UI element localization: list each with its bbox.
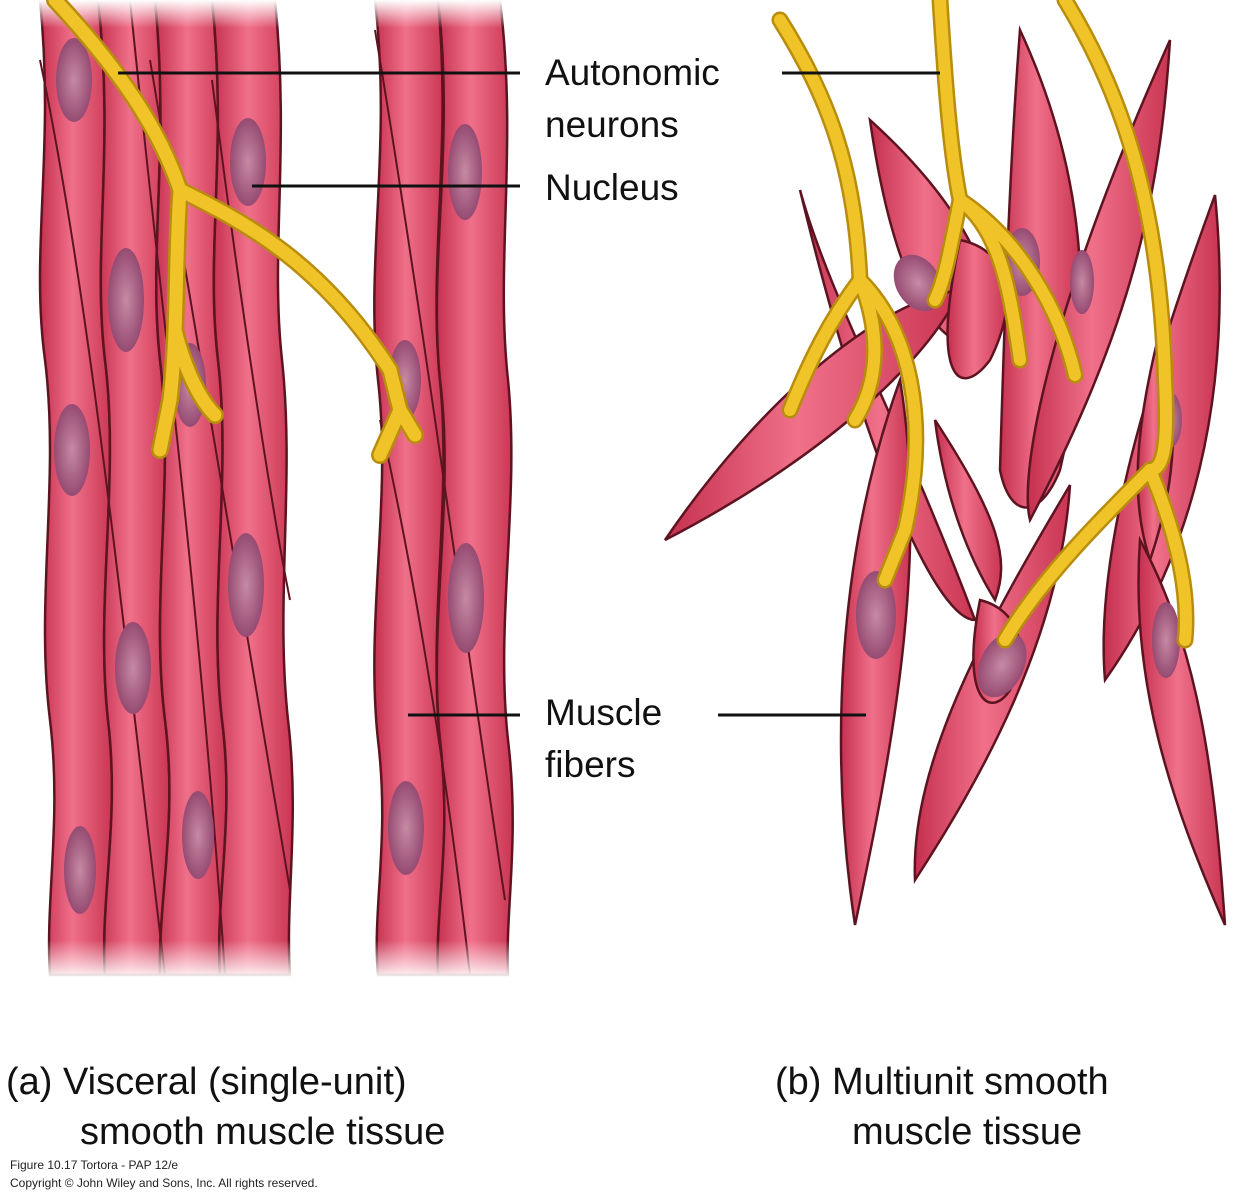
- leader-lines: [118, 71, 940, 717]
- fiber-boundary: [129, 0, 226, 976]
- nucleus: [388, 781, 424, 875]
- caption-b-line1: (b) Multiunit smooth: [775, 1061, 1109, 1103]
- neuron-a: [46, 0, 424, 464]
- label-nucleus: Nucleus: [545, 167, 679, 208]
- fiber-boundary: [374, 29, 506, 901]
- fade-bottom: [0, 940, 540, 980]
- fade-top: [0, 0, 540, 28]
- caption-a-line1: (a) Visceral (single-unit): [6, 1061, 407, 1103]
- visceral-right-bundle: [373, 0, 514, 977]
- nucleus: [228, 533, 264, 637]
- nucleus: [64, 826, 96, 914]
- nucleus: [230, 118, 266, 206]
- nucleus: [56, 38, 92, 122]
- nucleus: [54, 404, 90, 496]
- caption-b-line2: muscle tissue: [852, 1111, 1083, 1153]
- nucleus: [1070, 250, 1094, 314]
- figure-credit: Figure 10.17 Tortora - PAP 12/e: [10, 1158, 179, 1172]
- label-muscle-fibers-line1: Muscle: [545, 692, 663, 733]
- nucleus: [448, 124, 482, 220]
- nucleus: [448, 543, 484, 653]
- caption-a-line2: smooth muscle tissue: [80, 1111, 446, 1153]
- nucleus: [1152, 602, 1180, 678]
- nucleus: [856, 571, 896, 659]
- visceral-left-bundle: [38, 0, 295, 977]
- autonomic-neurons: [46, 0, 1195, 649]
- copyright-notice: Copyright © John Wiley and Sons, Inc. Al…: [10, 1176, 318, 1190]
- nucleus: [108, 248, 144, 352]
- label-muscle-fibers-line2: fibers: [545, 744, 636, 785]
- muscle-fiber: [933, 419, 1003, 603]
- nucleus: [115, 622, 151, 714]
- nucleus: [182, 791, 214, 879]
- fiber-boundary: [39, 59, 166, 976]
- nucleus: [977, 632, 1027, 698]
- neuron-b: [771, 0, 1195, 649]
- fiber-boundary: [211, 79, 291, 601]
- label-autonomic-neurons-line2: neurons: [545, 104, 679, 145]
- fiber-boundary: [379, 419, 471, 976]
- label-autonomic-neurons-line1: Autonomic: [545, 52, 720, 93]
